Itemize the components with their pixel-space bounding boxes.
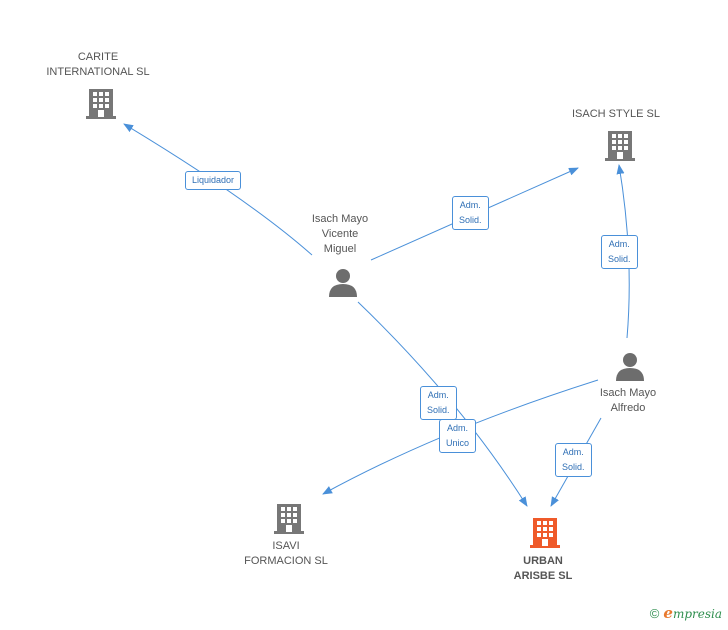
edge-label-alfredo-urban: Adm. Solid. — [555, 443, 592, 477]
node-label-line: INTERNATIONAL SL — [46, 66, 150, 78]
node-label-carite[interactable]: CARITE INTERNATIONAL SL — [38, 50, 158, 80]
building-icon[interactable] — [86, 86, 116, 120]
brand-rest: mpresia — [672, 607, 722, 621]
edge-label-line: Solid. — [427, 405, 450, 415]
node-label-isach-alfredo[interactable]: Isach Mayo Alfredo — [580, 386, 676, 416]
edge-label-line: Solid. — [608, 254, 631, 264]
edge-label-line: Liquidador — [192, 175, 235, 185]
brand-initial: e — [663, 604, 673, 622]
node-label-line: Alfredo — [610, 402, 646, 414]
edge-label-line: Adm. — [447, 423, 469, 433]
node-label-urban[interactable]: URBAN ARISBE SL — [495, 554, 591, 584]
edge-label-line: Adm. — [459, 200, 481, 210]
building-icon[interactable] — [274, 504, 304, 534]
edge-label-line: Adm. — [608, 239, 630, 249]
building-icon[interactable] — [605, 131, 635, 161]
node-label-isavi[interactable]: ISAVI FORMACION SL — [236, 539, 336, 569]
footer-brand[interactable]: © empresia — [650, 604, 722, 622]
edge-label-alfredo-style: Adm. Solid. — [601, 235, 638, 269]
edge-label-line: Unico — [446, 438, 470, 448]
node-label-line: URBAN — [523, 555, 563, 567]
edge-label-alfredo-isavi: Adm. Unico — [439, 419, 477, 453]
edge-liquidador — [123, 123, 313, 256]
edge-label-line: Solid. — [459, 215, 482, 225]
node-label-line: Vicente — [321, 228, 359, 240]
brand-logo: empresia — [663, 604, 722, 622]
node-label-isach-style[interactable]: ISACH STYLE SL — [560, 107, 672, 122]
edge-label-line: Solid. — [562, 462, 585, 472]
building-icon[interactable] — [530, 518, 560, 548]
edge-label-vicente-style: Adm. Solid. — [452, 196, 489, 230]
person-icon[interactable] — [616, 353, 644, 381]
node-label-line: Isach Mayo — [599, 387, 657, 399]
node-label-line: Miguel — [323, 243, 357, 255]
edge-label-line: Adm. — [562, 447, 584, 457]
node-label-line: ARISBE SL — [513, 570, 573, 582]
node-label-line: FORMACION SL — [244, 555, 328, 567]
node-label-line: ISAVI — [272, 540, 300, 552]
person-icon[interactable] — [329, 269, 357, 297]
node-label-line: Isach Mayo — [311, 213, 369, 225]
node-label-isach-vicente[interactable]: Isach Mayo Vicente Miguel — [290, 212, 390, 257]
copyright-icon: © — [649, 605, 660, 621]
node-label-line: CARITE — [77, 51, 119, 63]
edge-label-vicente-urban: Adm. Solid. — [420, 386, 457, 420]
edge-label-liquidador: Liquidador — [185, 171, 242, 190]
edge-label-line: Adm. — [427, 390, 449, 400]
node-label-line: ISACH STYLE SL — [571, 108, 661, 120]
